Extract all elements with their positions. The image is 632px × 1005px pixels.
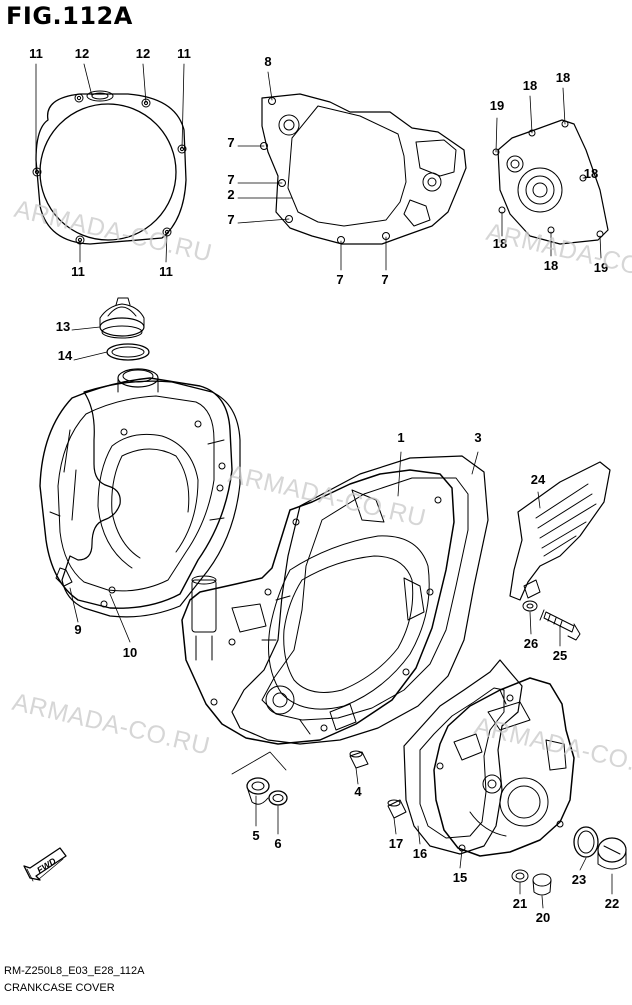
callout-leader-line: [599, 235, 602, 259]
callout-number: 11: [71, 264, 85, 279]
callout-leader-line: [165, 231, 168, 263]
figure-title: FIG.112A: [6, 2, 133, 30]
callout-number: 1: [397, 430, 404, 445]
ignition-cover-gasket-16: [403, 659, 523, 855]
leader-lines: [35, 63, 613, 909]
callout-leader-line: [529, 611, 532, 635]
callout-number: 26: [524, 636, 538, 651]
callout-number: 19: [490, 98, 504, 113]
washer-26: [522, 600, 538, 612]
callout-number: 10: [123, 645, 137, 660]
clutch-cover-gasket-10: [61, 380, 241, 618]
dowel-pin-4: [349, 750, 369, 769]
callout-number: 12: [136, 46, 150, 61]
callout-leader-line: [231, 751, 287, 775]
callout-number: 18: [493, 236, 507, 251]
callout-number: 6: [274, 836, 281, 851]
callout-number: 11: [177, 46, 191, 61]
callout-leader-line: [393, 817, 397, 835]
callout-leader-line: [562, 87, 566, 125]
callout-number: 7: [227, 172, 234, 187]
filler-cap-o-ring: [106, 343, 150, 361]
callout-leader-line: [142, 63, 147, 104]
gasket-21: [511, 869, 529, 883]
callout-number: 14: [58, 348, 73, 363]
figure-caption: CRANKCASE COVER: [4, 982, 115, 994]
callout-number: 13: [56, 319, 70, 334]
callout-number: 21: [513, 896, 527, 911]
chain-guide: [509, 461, 611, 601]
callout-number: 23: [572, 872, 586, 887]
callout-leader-line: [71, 326, 101, 331]
callout-number: 7: [227, 135, 234, 150]
oil-seal-5: [246, 777, 270, 805]
plug-22: [597, 837, 627, 870]
callout-number: 4: [354, 784, 362, 799]
oil-seal-6: [268, 790, 288, 806]
callout-number: 15: [453, 870, 467, 885]
oil-filler-cap: [99, 297, 145, 339]
callout-number: 16: [413, 846, 427, 861]
bolt-25: [539, 609, 581, 641]
drain-bolt-20: [532, 873, 552, 896]
callout-number: 5: [252, 828, 259, 843]
callout-number: 18: [544, 258, 558, 273]
callout-number: 2: [227, 187, 234, 202]
callout-leader-line: [69, 587, 79, 623]
callout-leader-line: [355, 767, 359, 785]
callout-leader-line: [417, 825, 421, 845]
callout-leader-line: [181, 63, 185, 150]
callout-number: 8: [264, 54, 271, 69]
callout-number: 19: [594, 260, 608, 275]
callout-number: 17: [389, 836, 403, 851]
callout-number: 18: [584, 166, 598, 181]
callout-leader-line: [83, 63, 93, 97]
model-code: RM-Z250L8_E03_E28_112A: [4, 965, 145, 977]
callout-number: 11: [29, 46, 43, 61]
clutch-cover: [39, 368, 233, 609]
callout-leader-line: [397, 451, 402, 497]
callout-number: 3: [474, 430, 481, 445]
callout-leader-line: [267, 71, 273, 101]
callout-number: 22: [605, 896, 619, 911]
crankcase-gasket: [260, 93, 467, 245]
callout-leader-line: [73, 351, 108, 361]
o-ring-23: [573, 826, 599, 858]
callout-number: 25: [553, 648, 567, 663]
callout-leader-line: [541, 895, 544, 909]
callout-number: 9: [74, 622, 81, 637]
callout-number: 7: [336, 272, 343, 287]
callout-leader-line: [579, 857, 587, 871]
callout-number: 24: [531, 472, 546, 487]
callout-leader-line: [471, 451, 479, 475]
callout-leader-line: [495, 117, 498, 153]
callout-leader-line: [237, 218, 290, 224]
callout-leader-line: [459, 849, 463, 869]
crankcase-cover-gasket-3: [231, 455, 489, 745]
dowel-pin-17: [387, 799, 407, 819]
callout-leader-line: [109, 593, 131, 643]
callout-number: 20: [536, 910, 550, 925]
callout-number: 18: [556, 70, 570, 85]
callout-number: 12: [75, 46, 89, 61]
callout-number: 18: [523, 78, 537, 93]
callout-number: 11: [159, 264, 173, 279]
callout-number: 7: [381, 272, 388, 287]
crankcase-cover: [181, 469, 455, 745]
callout-leader-line: [529, 95, 533, 134]
callout-number: 7: [227, 212, 234, 227]
callout-leader-line: [537, 491, 541, 509]
forward-arrow-icon: FWD: [23, 847, 67, 882]
